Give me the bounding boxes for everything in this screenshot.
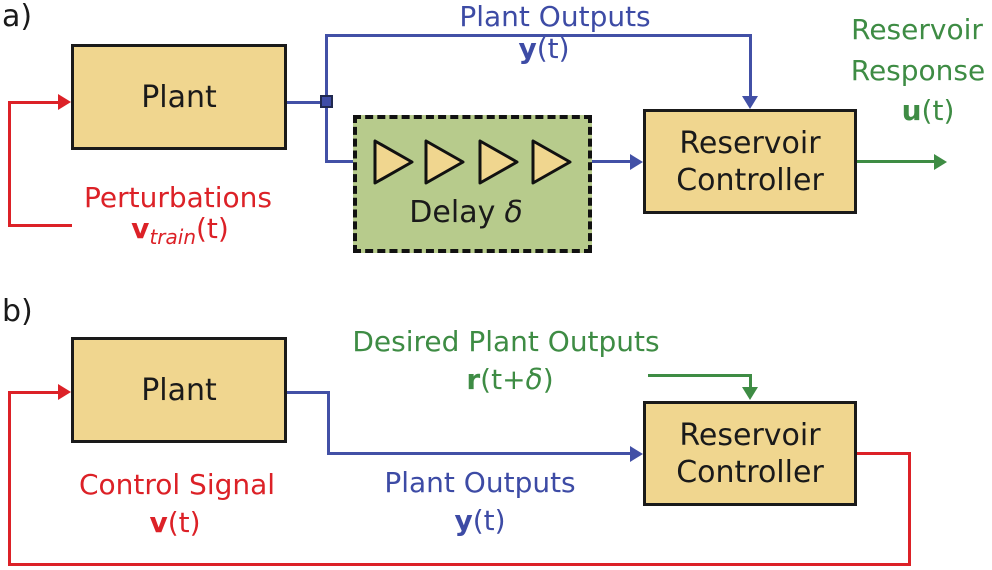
- plant-outputs-top-line-a: [325, 34, 752, 37]
- symbol-post: ): [542, 363, 554, 396]
- symbol-subscript: train: [149, 225, 196, 249]
- reservoir-response-line2: Response: [850, 54, 986, 87]
- control-signal-symbol: v(t): [149, 509, 200, 537]
- arrowhead-red-into-plant-a: [58, 94, 71, 110]
- reservoir-response-line1: Reservoir: [851, 13, 983, 46]
- control-signal-label: Control Signal: [78, 468, 276, 501]
- arrowhead-blue-into-controller-b: [630, 446, 643, 462]
- plant-output-horizontal-b: [327, 452, 631, 455]
- arrowhead-blue-into-controller-top-a: [742, 96, 758, 109]
- buffer-triangle-icon: [424, 139, 465, 185]
- plant-outputs-label-a: Plant Outputs: [459, 0, 651, 33]
- plant-outputs-symbol-b: y(t): [454, 507, 505, 535]
- symbol-bold: u: [901, 94, 922, 127]
- delay-box: [353, 115, 592, 253]
- plant-outputs-label-b: Plant Outputs: [384, 466, 576, 499]
- control-line-left-vertical-b: [8, 391, 11, 566]
- reservoir-controller-line2-b: Controller: [676, 454, 824, 490]
- control-line-out-of-controller-b: [857, 452, 911, 455]
- symbol-bold: v: [131, 212, 150, 245]
- response-output-line-a: [857, 160, 934, 163]
- top-line-drop-a: [749, 34, 752, 97]
- plant-box-b: Plant: [71, 337, 287, 443]
- reservoir-controller-line1-a: Reservoir: [679, 125, 821, 161]
- symbol-rest: (t): [472, 504, 506, 537]
- arrowhead-green-response-a: [934, 154, 947, 170]
- plant-output-drop-b: [327, 391, 330, 455]
- symbol-bold: v: [149, 506, 168, 539]
- plant-box-a-label: Plant: [141, 79, 217, 115]
- desired-output-line-b: [648, 374, 751, 377]
- symbol-rest: (t): [536, 32, 570, 65]
- delay-buffer-chain: [373, 139, 572, 185]
- arrowhead-red-into-plant-b: [58, 384, 71, 400]
- plant-output-line-b: [287, 391, 330, 394]
- symbol-bold: y: [518, 32, 537, 65]
- symbol-rest: (t): [921, 94, 955, 127]
- delay-label-text: Delay: [409, 195, 496, 230]
- buffer-triangle-icon: [478, 139, 519, 185]
- desired-output-drop-b: [749, 374, 752, 388]
- buffer-triangle-icon: [373, 139, 414, 185]
- buffer-triangle-icon: [531, 139, 572, 185]
- symbol-rest: (t): [167, 506, 201, 539]
- arrowhead-blue-into-controller-left-a: [630, 154, 643, 170]
- perturbation-line-bottom-a: [8, 224, 72, 227]
- symbol-bold: r: [466, 363, 481, 396]
- desired-plant-outputs-label: Desired Plant Outputs: [352, 325, 660, 358]
- control-line-right-vertical-b: [908, 452, 911, 566]
- perturbations-symbol: vtrain(t): [131, 212, 229, 248]
- symbol-delta: δ: [525, 363, 543, 396]
- perturbation-line-vertical-a: [8, 101, 11, 227]
- plant-outputs-symbol-a: y(t): [518, 35, 569, 63]
- desired-plant-outputs-symbol: r(t+δ): [466, 366, 553, 394]
- symbol-rest: (t): [196, 212, 229, 245]
- control-line-bottom-b: [8, 563, 911, 566]
- symbol-pre: (t+: [480, 363, 526, 396]
- arrowhead-green-into-controller-b: [742, 387, 758, 400]
- panel-a-label: a): [2, 0, 33, 34]
- reservoir-response-symbol: u(t): [902, 97, 955, 125]
- delay-delta-symbol: δ: [504, 195, 523, 230]
- reservoir-controller-line1-b: Reservoir: [679, 417, 821, 453]
- perturbations-label: Perturbations: [83, 181, 273, 214]
- plant-output-line-a: [287, 101, 323, 104]
- control-line-into-plant-b: [8, 391, 59, 394]
- plant-box-a: Plant: [71, 44, 287, 150]
- plant-box-b-label: Plant: [141, 372, 217, 408]
- panel-b-label: b): [2, 294, 33, 329]
- reservoir-controller-line2-a: Controller: [676, 162, 824, 198]
- junction-node-icon: [320, 95, 333, 108]
- perturbation-line-into-plant-a: [8, 101, 59, 104]
- symbol-bold: y: [454, 504, 473, 537]
